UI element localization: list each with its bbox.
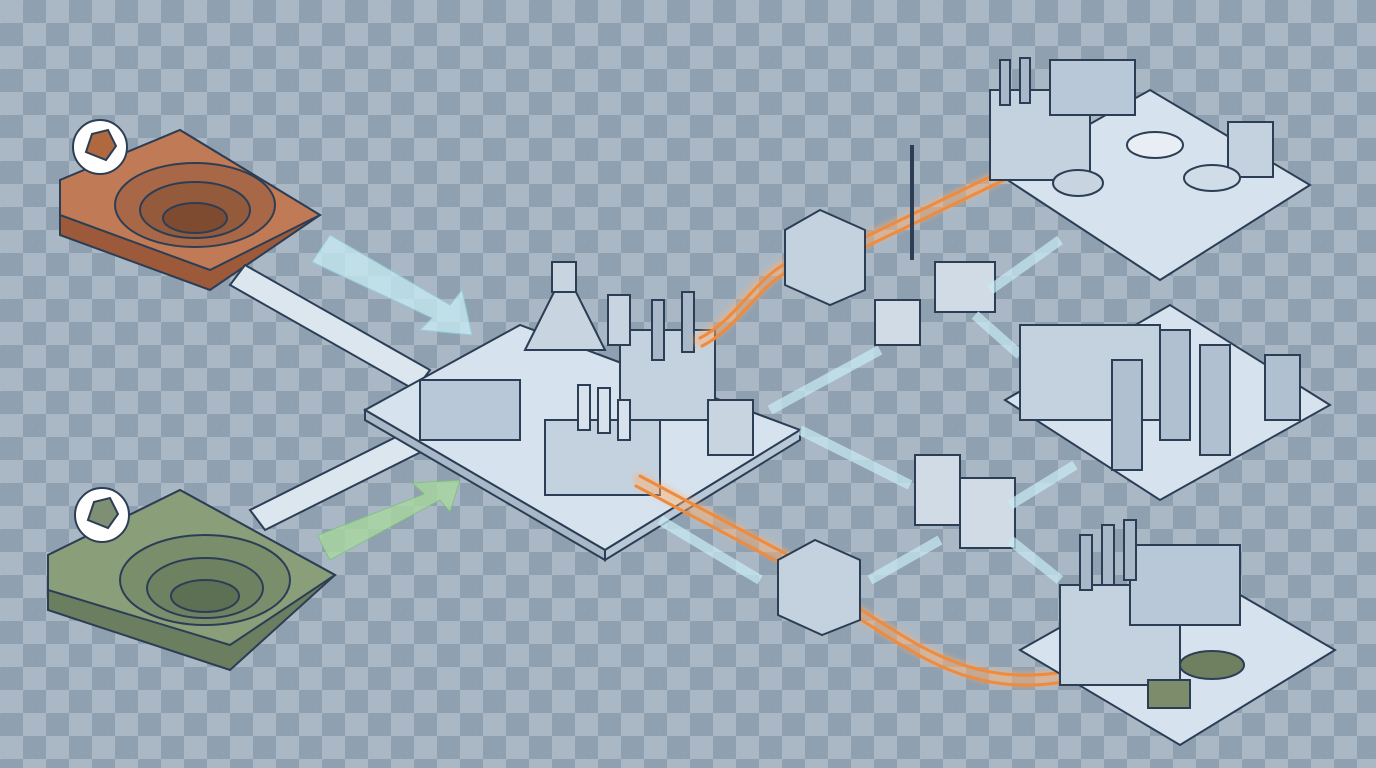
battery-packs: [874, 261, 1016, 549]
output-flow-arrows: [657, 235, 1078, 585]
copper-mine: [59, 128, 323, 292]
refinery: [362, 261, 803, 562]
copper-ore-icon: [72, 119, 128, 175]
data-center: [1003, 303, 1332, 502]
transformer-top: [784, 208, 866, 307]
ev-factory: [989, 57, 1312, 282]
transformer-bottom: [777, 538, 861, 637]
nickel-ore-icon: [74, 487, 130, 543]
nickel-mine: [47, 488, 337, 672]
defense-factory: [1018, 519, 1337, 747]
conveyor-top: [228, 263, 432, 392]
nickel-flow-arrow: [317, 479, 461, 561]
copper-flow-arrow: [311, 234, 473, 336]
